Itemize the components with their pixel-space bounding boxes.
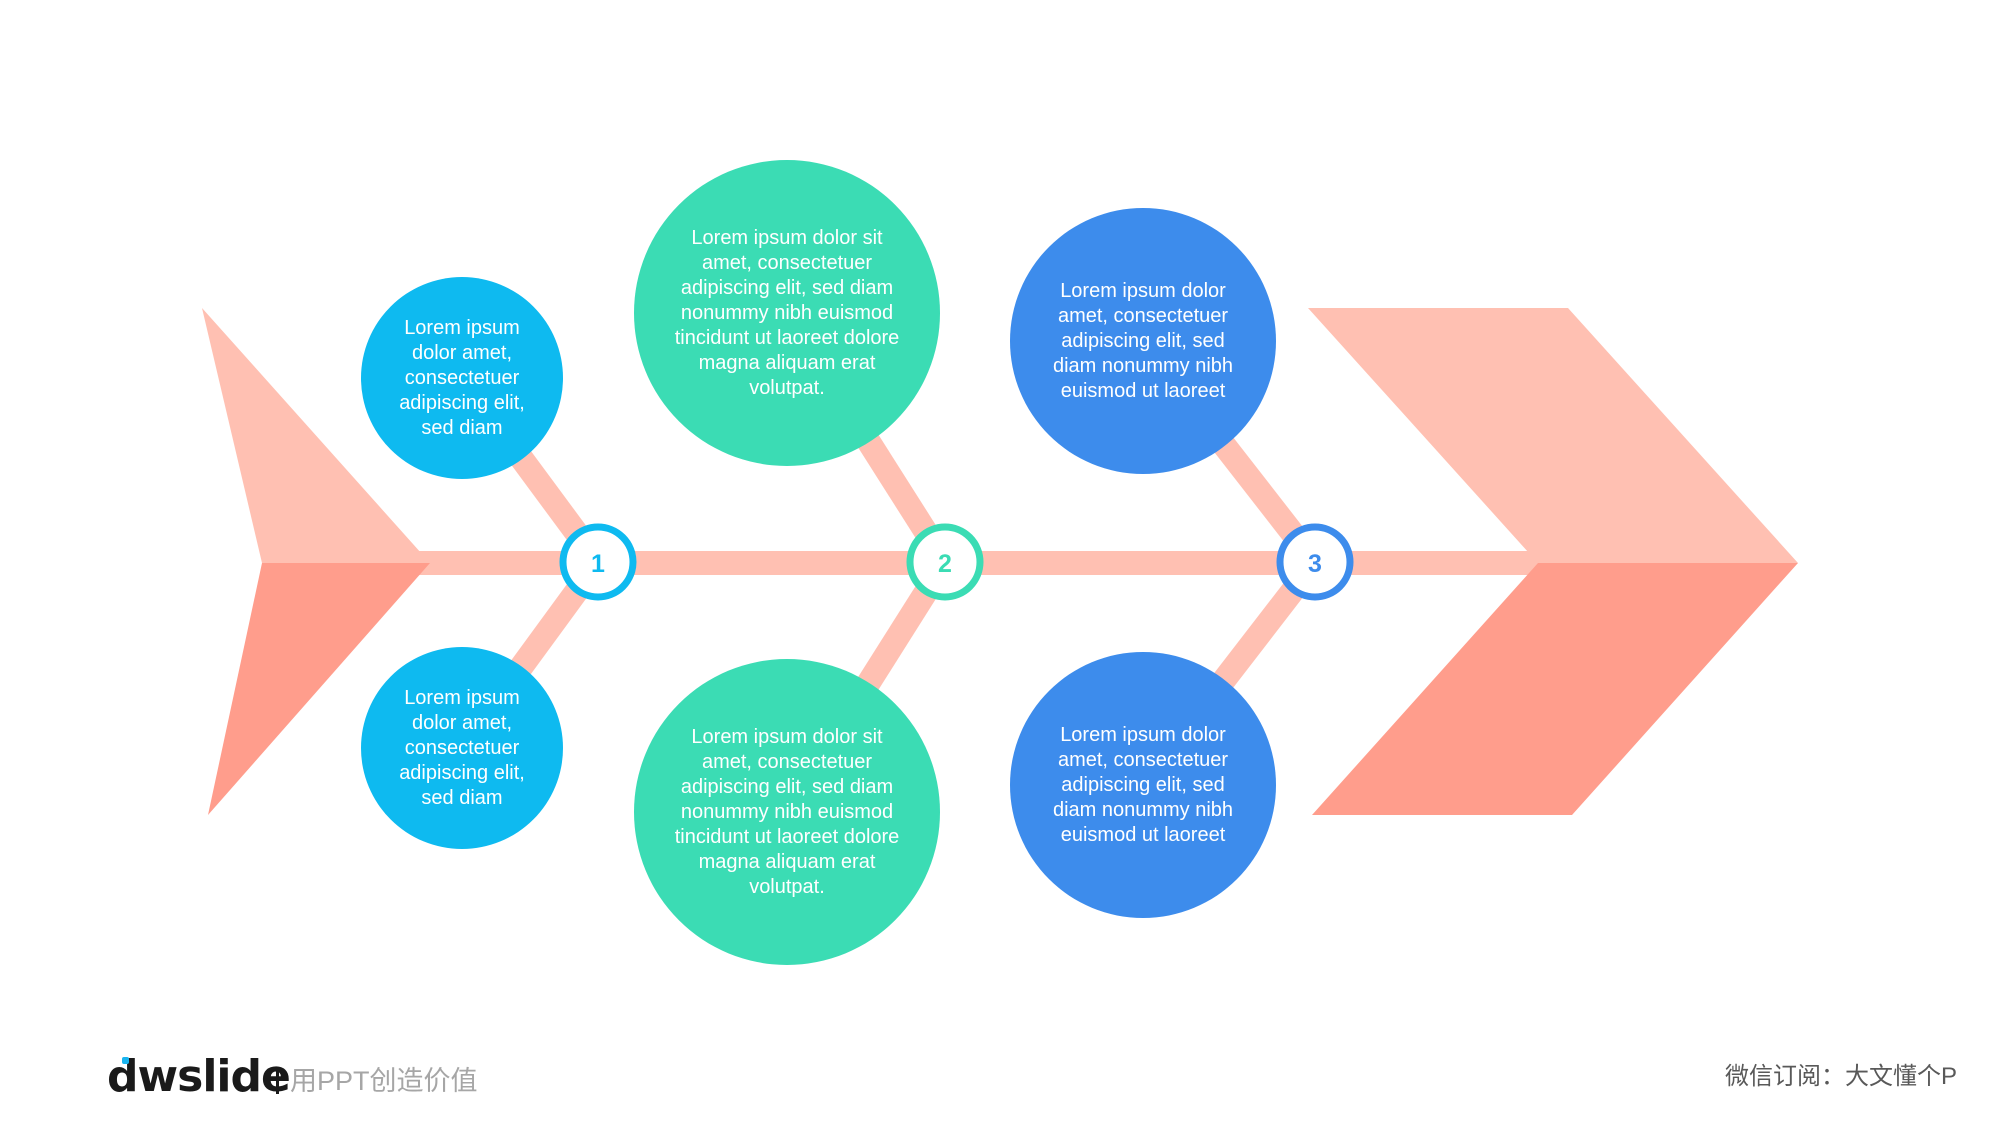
head-top (1308, 308, 1798, 563)
bubble-3-bottom (1010, 652, 1276, 918)
tail-bottom (208, 563, 430, 815)
bubble-3-bottom-text: Lorem ipsum dolor amet, consectetuer adi… (1052, 723, 1234, 846)
footer (0, 1020, 2000, 1125)
tail-top (202, 308, 430, 563)
node-1-label: 1 (591, 550, 605, 578)
node-2-label: 2 (938, 550, 952, 578)
node-2 (906, 523, 984, 601)
brand-logo: dwslide (107, 1051, 291, 1102)
logo-dot (122, 1057, 129, 1064)
bubble-1-top (361, 277, 563, 479)
bubble-3-top-text: Lorem ipsum dolor amet, consectetuer adi… (1052, 279, 1234, 402)
node-1 (559, 523, 637, 601)
bubble-1-bottom-text: Lorem ipsum dolor amet, consectetuer adi… (399, 686, 525, 809)
bubble-3-top (1010, 208, 1276, 474)
brand-tagline: 用PPT创造价值 (290, 1066, 478, 1096)
bubble-2-bottom (634, 659, 940, 965)
node-3-label: 3 (1308, 550, 1322, 578)
tagline-separator (276, 1070, 279, 1094)
bubble-1-top-text: Lorem ipsum dolor amet, consectetuer adi… (399, 316, 525, 439)
bubble-2-top (634, 160, 940, 466)
wechat-subscribe-text: 微信订阅：大文懂个P (1724, 1063, 1957, 1090)
head-bottom (1312, 563, 1798, 815)
bubble-2-bottom-text: Lorem ipsum dolor sit amet, consectetuer… (674, 725, 900, 898)
bubble-2-top-text: Lorem ipsum dolor sit amet, consectetuer… (674, 226, 900, 399)
bubble-1-bottom (361, 647, 563, 849)
node-3 (1276, 523, 1354, 601)
